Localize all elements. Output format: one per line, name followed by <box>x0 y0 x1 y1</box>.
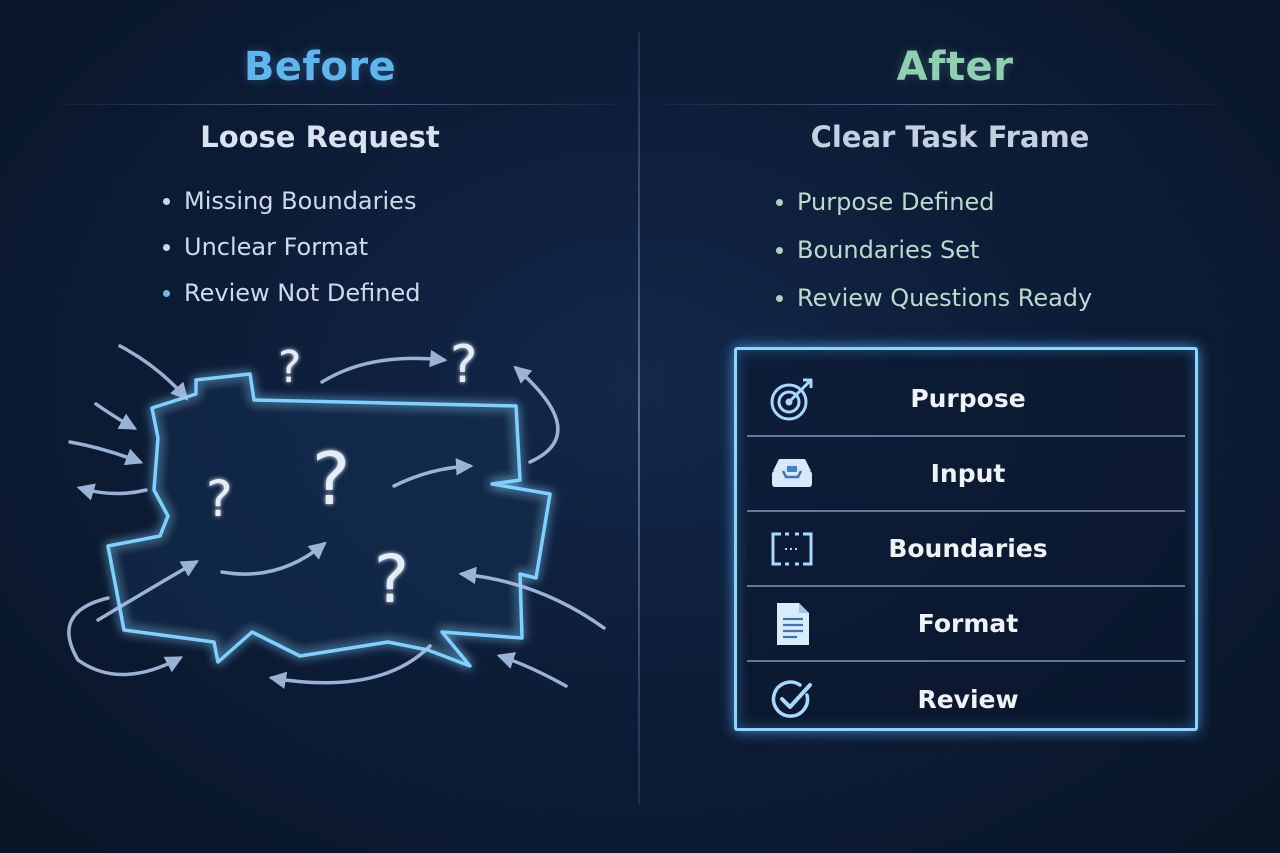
arrow-icon <box>220 541 327 576</box>
before-panel: Before Loose Request Missing Boundaries … <box>62 44 618 689</box>
arrow-icon <box>76 483 148 501</box>
task-frame-row-format: Format <box>747 587 1185 662</box>
task-frame-box: Purpose Input Boundaries <box>734 347 1198 731</box>
bullet-dot <box>163 197 170 205</box>
bullet-dot <box>776 246 783 254</box>
question-mark-icon: ? <box>374 541 409 618</box>
task-frame-row-purpose: Purpose <box>747 362 1185 437</box>
bullet-dot <box>163 289 170 297</box>
question-mark-icon: ? <box>206 470 233 528</box>
after-bullet-item: Boundaries Set <box>776 226 1092 274</box>
arrow-icon <box>118 344 189 401</box>
after-bullet-list: Purpose Defined Boundaries Set Review Qu… <box>776 178 1092 322</box>
chaotic-request-illustration: ? ? ? ? ? <box>67 335 606 689</box>
arrow-icon <box>513 365 560 464</box>
before-bullet-text: Review Not Defined <box>184 279 421 307</box>
bullet-dot <box>776 294 783 302</box>
before-rule <box>62 104 618 105</box>
arrow-icon <box>68 440 144 466</box>
arrow-icon <box>496 652 568 688</box>
task-frame-row-boundaries: Boundaries <box>747 512 1185 587</box>
after-subheading: Clear Task Frame <box>810 120 1090 154</box>
task-frame-row-review: Review <box>747 662 1185 737</box>
center-divider <box>638 32 640 804</box>
document-icon <box>777 602 809 645</box>
after-bullet-item: Review Questions Ready <box>776 274 1092 322</box>
task-frame-label: Review <box>917 685 1019 714</box>
arrow-icon <box>67 596 184 677</box>
question-mark-icon: ? <box>312 437 350 521</box>
arrow-icon <box>392 457 474 488</box>
arrow-icon <box>458 566 606 630</box>
check-circle-icon <box>771 679 812 718</box>
before-bullet-text: Unclear Format <box>184 233 369 261</box>
arrow-icon <box>94 402 138 430</box>
after-bullet-text: Review Questions Ready <box>797 284 1093 312</box>
task-frame-row-input: Input <box>747 437 1185 512</box>
before-heading: Before <box>243 44 397 90</box>
before-subheading: Loose Request <box>200 120 440 154</box>
task-frame-label: Boundaries <box>888 534 1048 563</box>
bullet-dot <box>163 243 170 251</box>
question-mark-icon: ? <box>450 335 478 395</box>
task-frame-label: Purpose <box>910 384 1026 413</box>
task-frame-label: Input <box>930 459 1006 488</box>
arrow-icon <box>96 560 200 622</box>
question-mark-icon: ? <box>278 342 301 393</box>
before-bullet-item: Missing Boundaries <box>163 178 421 224</box>
arrow-icon <box>320 349 448 384</box>
before-bullet-item: Review Not Defined <box>163 270 421 316</box>
arrow-icon <box>268 644 432 689</box>
after-bullet-text: Boundaries Set <box>797 236 980 264</box>
inbox-tray-icon <box>772 458 812 487</box>
jagged-frame-shape <box>106 372 552 668</box>
after-panel: After Clear Task Frame Purpose Defined B… <box>640 0 1280 853</box>
bullet-dot <box>776 198 783 206</box>
before-bullet-list: Missing Boundaries Unclear Format Review… <box>163 178 421 316</box>
after-bullet-text: Purpose Defined <box>797 188 995 216</box>
before-bullet-item: Unclear Format <box>163 224 421 270</box>
after-heading: After <box>896 44 1014 90</box>
task-frame-label: Format <box>917 609 1019 638</box>
after-bullet-item: Purpose Defined <box>776 178 1092 226</box>
after-rule <box>662 104 1220 105</box>
before-bullet-text: Missing Boundaries <box>184 187 417 215</box>
target-icon <box>770 378 813 420</box>
dashed-brackets-icon <box>771 532 813 565</box>
